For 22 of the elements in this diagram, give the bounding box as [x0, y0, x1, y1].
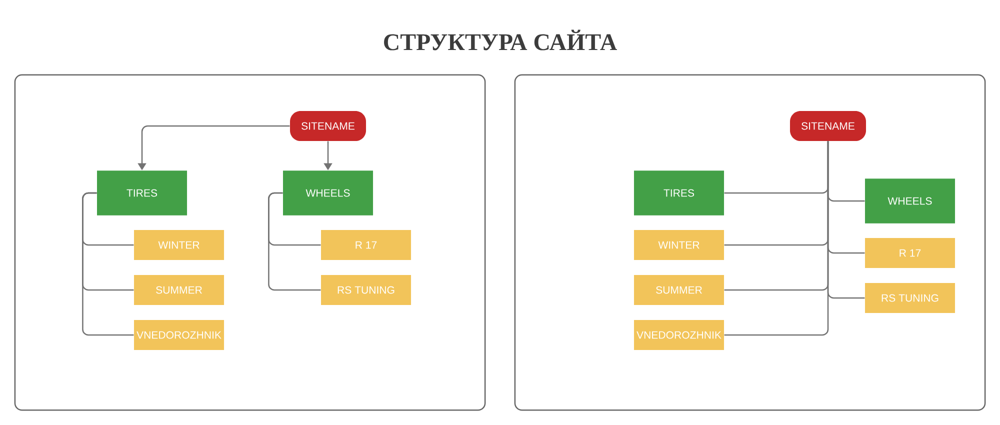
category-box: TIRES: [97, 170, 188, 216]
subcategory-box: VNEDOROZHNIK: [134, 320, 224, 350]
pill-node: SITENAME: [290, 111, 366, 141]
panel-frame: [514, 74, 986, 411]
subcategory-box: R 17: [321, 230, 412, 260]
subcategory-box: RS TUNING: [321, 275, 412, 305]
subcategory-box: SUMMER: [134, 275, 224, 305]
connector: [827, 141, 865, 299]
subcategory-box: WINTER: [134, 230, 224, 260]
subcategory-box: WINTER: [634, 230, 724, 260]
category-box: WHEELS: [865, 178, 955, 224]
subcategory-box: R 17: [865, 238, 955, 268]
subcategory-box: VNEDOROZHNIK: [634, 320, 724, 350]
category-box: TIRES: [634, 170, 724, 216]
subcategory-box: SUMMER: [634, 275, 724, 305]
pill-node: SITENAME: [790, 111, 866, 141]
panel-frame: [14, 74, 486, 411]
subcategory-box: RS TUNING: [865, 283, 955, 313]
connector: [268, 192, 321, 291]
category-box: WHEELS: [283, 170, 374, 216]
title: СТРУКТУРА САЙТА: [384, 30, 617, 50]
connector: [82, 192, 134, 336]
